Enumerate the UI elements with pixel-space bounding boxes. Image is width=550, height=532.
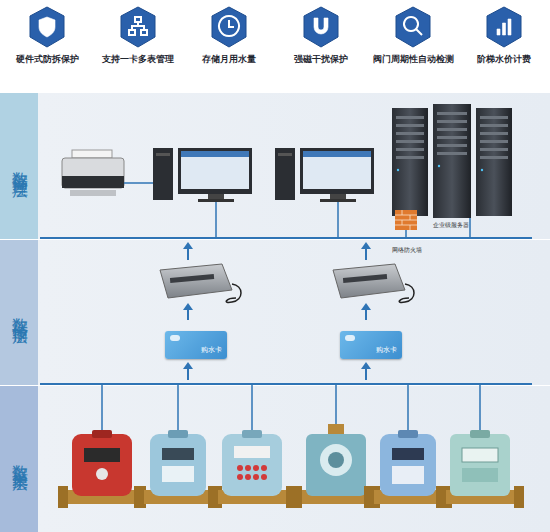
water-meter — [58, 430, 146, 508]
firewall — [395, 210, 417, 230]
up-arrow — [183, 242, 371, 380]
server-rack — [392, 104, 512, 218]
wire — [102, 384, 480, 432]
badge-shape — [30, 7, 64, 47]
badge-shape — [487, 7, 521, 47]
layer-label-column: 数据管理层 — [0, 93, 38, 239]
badge-glyph — [39, 17, 55, 37]
card-logo — [345, 335, 355, 341]
computer — [153, 148, 252, 202]
water-meter — [364, 430, 452, 508]
feature-label: 强磁干扰保护 — [275, 54, 367, 66]
card-box: 购水卡 — [340, 331, 402, 359]
icon-badge — [118, 6, 158, 48]
card-logo — [170, 335, 180, 341]
feature-badge: 阀门周期性自动检测 — [367, 4, 459, 86]
water-meter — [292, 424, 380, 508]
badge-shape — [121, 7, 155, 47]
wire — [216, 202, 470, 238]
printer — [62, 150, 124, 196]
water-meter — [208, 430, 296, 508]
feature-badge: 强磁干扰保护 — [275, 4, 367, 86]
computer — [275, 148, 374, 202]
badge-glyph — [314, 18, 328, 34]
feature-badge: 硬件式防拆保护 — [1, 4, 93, 86]
badge-shape — [304, 7, 338, 47]
feature-badge: 支持一卡多表管理 — [92, 4, 184, 86]
feature-label: 支持一卡多表管理 — [92, 54, 184, 66]
badge-glyph — [129, 17, 147, 35]
card-label: 购水卡 — [201, 345, 222, 355]
feature-label: 存储月用水量 — [183, 54, 275, 66]
card-box: 购水卡 — [165, 331, 227, 359]
layer-label: 数据采集层 — [9, 452, 30, 467]
wire — [124, 182, 153, 184]
layer-band: 数据管理层 — [0, 92, 550, 239]
layer-label: 数据传输层 — [9, 305, 30, 320]
feature-badge: 存储月用水量 — [183, 4, 275, 86]
layer-band: 数据采集层 — [0, 385, 550, 532]
feature-label: 硬件式防拆保护 — [1, 54, 93, 66]
icon-badge — [301, 6, 341, 48]
water-meter — [134, 430, 222, 508]
icon-badge — [27, 6, 67, 48]
badge-glyph — [219, 16, 239, 36]
card-reader — [160, 264, 414, 302]
device-caption: 网络防火墙 — [392, 246, 422, 255]
icon-badge — [393, 6, 433, 48]
feature-label: 阶梯水价计费 — [458, 54, 550, 66]
layer-label-column: 数据传输层 — [0, 240, 38, 385]
badge-shape — [212, 7, 246, 47]
badge-shape — [396, 7, 430, 47]
layer-label: 数据管理层 — [9, 159, 30, 174]
device-caption: 企业级服务器 — [433, 221, 469, 230]
icon-badge — [484, 6, 524, 48]
badge-glyph — [404, 17, 422, 35]
badge-glyph — [497, 19, 511, 35]
feature-label: 阀门周期性自动检测 — [367, 54, 459, 66]
layer-label-column: 数据采集层 — [0, 386, 38, 532]
card-label: 购水卡 — [376, 345, 397, 355]
layer-band: 数据传输层购水卡 购水卡 — [0, 239, 550, 385]
water-meter — [436, 430, 524, 508]
network-bus — [40, 238, 532, 384]
feature-badge: 阶梯水价计费 — [458, 4, 550, 86]
icon-badge — [209, 6, 249, 48]
